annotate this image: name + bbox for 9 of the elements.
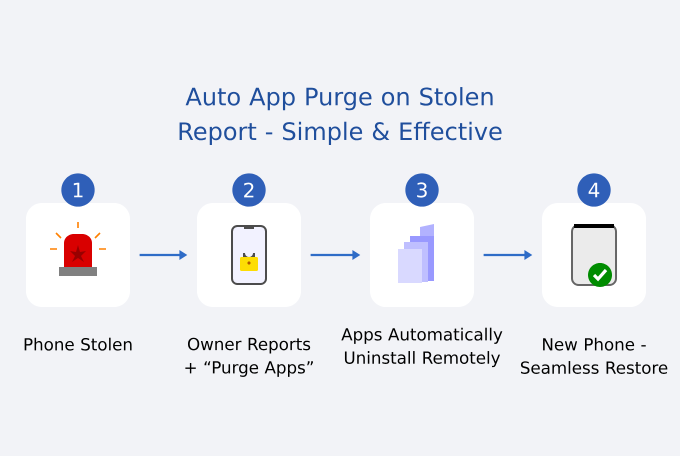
- step-number-badge: 3: [405, 173, 439, 207]
- title: Auto App Purge on Stolen Report - Simple & Effective: [180, 87, 502, 145]
- step-number-badge: 2: [232, 173, 266, 207]
- step-number-badge: 1: [61, 173, 95, 207]
- step-number-badge: 4: [577, 173, 611, 207]
- step-caption: Apps Automatically Uninstall Remotely: [341, 328, 502, 368]
- step-caption: Owner Reports + “Purge Apps”: [185, 338, 313, 377]
- step-caption: Phone Stolen: [24, 338, 132, 351]
- step-caption: New Phone - Seamless Restore: [520, 338, 668, 374]
